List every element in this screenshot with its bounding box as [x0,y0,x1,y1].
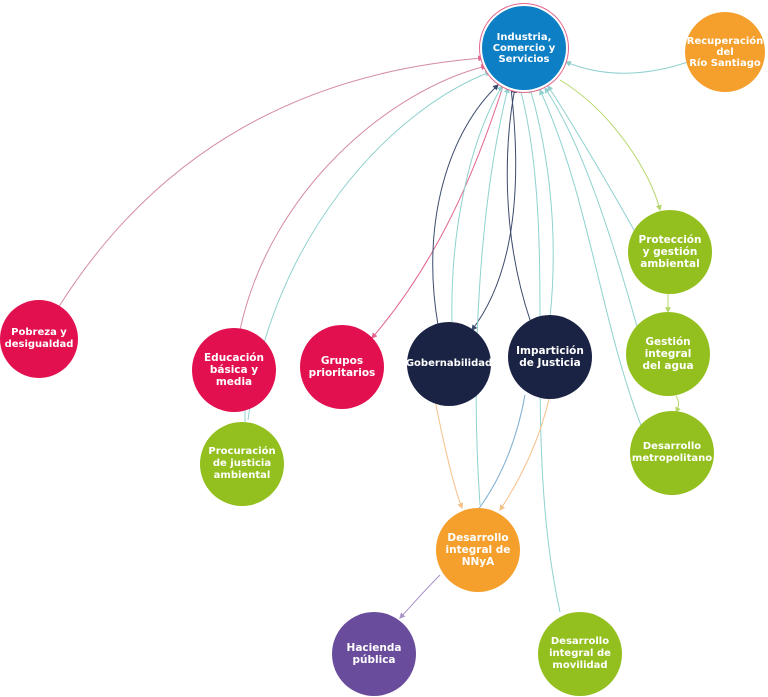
node-educacion-label: Educación básica y media [204,352,264,388]
node-educacion[interactable]: Educación básica y media [192,328,276,412]
node-nnya-label: Desarrollo integral de NNyA [445,532,511,568]
node-desarrollo-metropolitano[interactable]: Desarrollo metropolitano [630,411,714,495]
node-gestion-agua[interactable]: Gestión integral del agua [626,312,710,396]
node-imparticion-label: Impartición de Justicia [516,345,584,369]
node-procuracion-label: Procuración de justicia ambiental [208,446,276,481]
node-pobreza[interactable]: Pobreza y desigualdad [0,300,78,378]
node-movilidad-label: Desarrollo integral de movilidad [549,636,611,671]
node-gobernabilidad[interactable]: Gobernabilidad [405,322,493,406]
edge-nnya-hacienda [399,574,441,619]
node-recuperacion-label: Recuperación del Río Santiago [686,35,764,69]
node-recuperacion[interactable]: Recuperación del Río Santiago [685,12,765,92]
edge-pobreza-industria [57,55,485,309]
edge-educacion-industria [239,64,488,331]
node-proteccion[interactable]: Protección y gestión ambiental [628,210,712,294]
node-procuracion[interactable]: Procuración de justicia ambiental [200,422,284,506]
node-desarrollo-metropolitano-label: Desarrollo metropolitano [631,441,713,464]
edge-gobernabilidad-industria [432,84,499,326]
node-hacienda-label: Hacienda pública [346,642,402,666]
node-gobernabilidad-label: Gobernabilidad [405,358,493,369]
node-industria-label: Industria, Comercio y Servicios [492,31,556,65]
edge-imparticion-nnya [499,394,551,511]
node-pobreza-label: Pobreza y desigualdad [4,327,74,350]
edge-imparticion-industria [506,86,531,321]
node-gestion-agua-label: Gestión integral del agua [642,336,694,372]
edge-metro-industria [539,88,643,429]
node-grupos-label: Grupos prioritarios [308,355,376,379]
edge-nnya-industria [475,86,510,506]
edge-gobernabilidad-nnya [434,399,464,510]
edge-imparticion-nnya-blue [469,394,526,521]
node-grupos[interactable]: Grupos prioritarios [300,325,384,409]
node-movilidad[interactable]: Desarrollo integral de movilidad [538,612,622,696]
node-industria[interactable]: Industria, Comercio y Servicios [482,6,566,90]
node-proteccion-label: Protección y gestión ambiental [638,234,702,270]
edge-recuperacion-industria [564,61,689,74]
edge-industria-proteccion [559,79,662,212]
edge-gobernabilidad-industria-2 [451,84,503,323]
edge-agua-industria [544,87,639,331]
edge-imparticion-industria-2 [528,86,554,319]
edge-proteccion-industria [547,84,635,231]
node-imparticion[interactable]: Impartición de Justicia [508,315,592,399]
node-hacienda[interactable]: Hacienda pública [332,612,416,696]
edge-agua-metro [675,395,681,414]
edge-industria-gobernabilidad [471,79,517,331]
node-nnya[interactable]: Desarrollo integral de NNyA [436,508,520,592]
edge-industria-grupos [371,79,506,339]
